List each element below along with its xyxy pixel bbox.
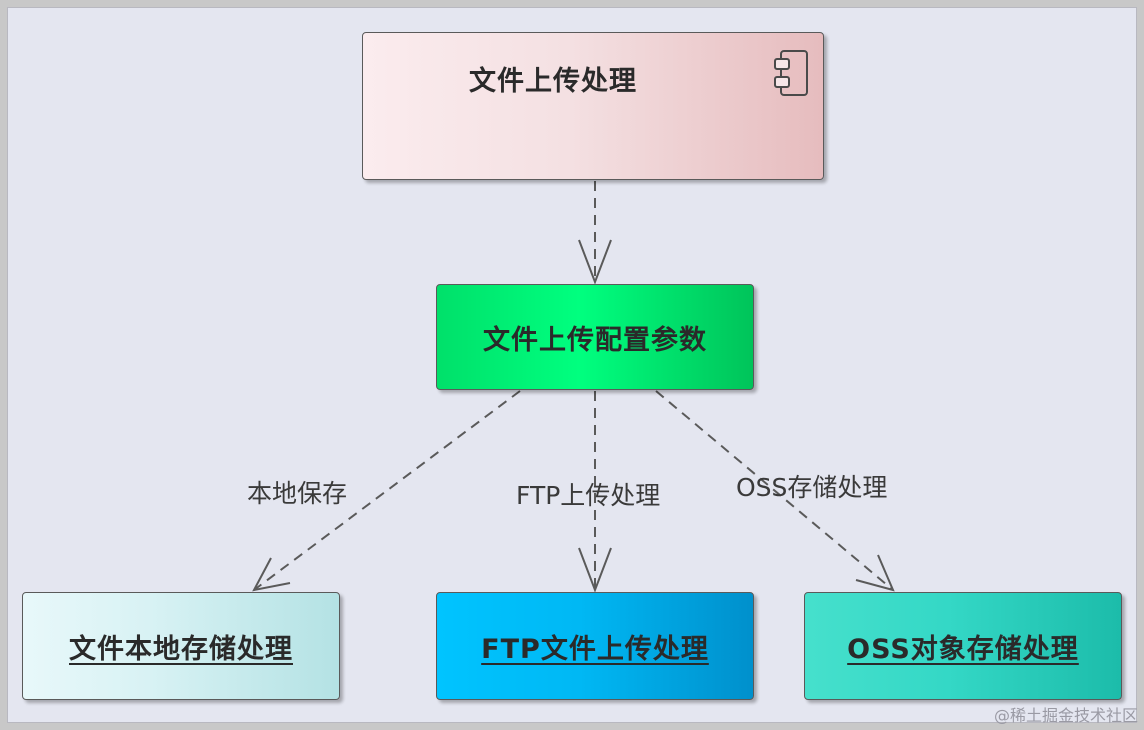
node-upload-config-label: 文件上传配置参数 — [483, 324, 707, 356]
watermark: @稀土掘金技术社区 — [993, 706, 1138, 725]
edge-label-local: 本地保存 — [247, 479, 348, 508]
node-file-upload[interactable]: 文件上传处理 — [362, 32, 824, 180]
node-local-storage-label: 文件本地存储处理 — [69, 633, 293, 665]
node-upload-config[interactable]: 文件上传配置参数 — [436, 284, 754, 390]
node-file-upload-label: 文件上传处理 — [469, 66, 637, 97]
edge-label-ftp: FTP上传处理 — [516, 481, 661, 510]
node-ftp-upload[interactable]: FTP文件上传处理 — [436, 592, 754, 700]
component-icon — [774, 50, 808, 96]
node-local-storage[interactable]: 文件本地存储处理 — [22, 592, 340, 700]
node-oss-storage-label: OSS对象存储处理 — [847, 633, 1079, 665]
node-ftp-upload-label: FTP文件上传处理 — [481, 633, 709, 665]
edge-label-oss: OSS存储处理 — [736, 473, 888, 502]
node-oss-storage[interactable]: OSS对象存储处理 — [804, 592, 1122, 700]
